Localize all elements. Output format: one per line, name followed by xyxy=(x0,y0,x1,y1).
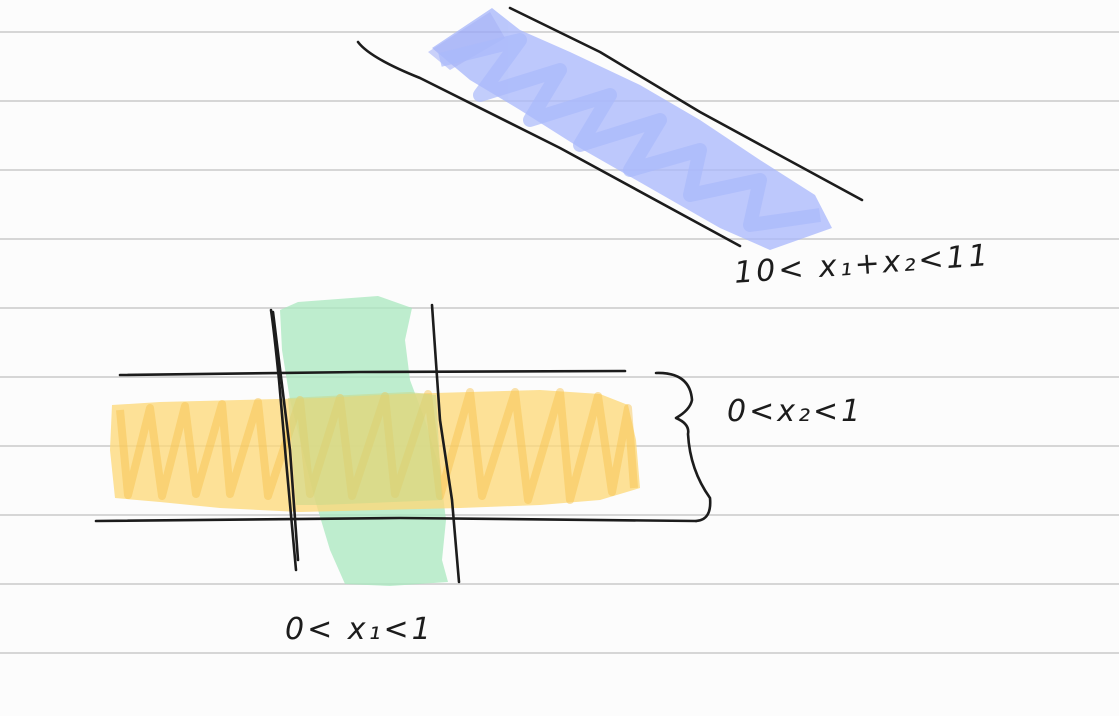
ink-strokes xyxy=(94,6,864,584)
band-lower-line xyxy=(356,40,742,248)
x2-bottom-line xyxy=(94,516,698,523)
blue-scribble xyxy=(438,33,821,232)
x1-left-line xyxy=(269,308,298,572)
x2-top-line xyxy=(118,369,627,377)
x1-left-line-stroke2 xyxy=(271,310,300,562)
overlap-highlight xyxy=(288,392,442,505)
x1-right-line xyxy=(430,303,461,584)
x2-brace xyxy=(654,371,712,523)
band-upper-line xyxy=(508,6,864,202)
x2-inequality-label: 0<x₂<1 xyxy=(727,394,864,429)
x1-inequality-label: 0< x₁<1 xyxy=(285,612,434,647)
